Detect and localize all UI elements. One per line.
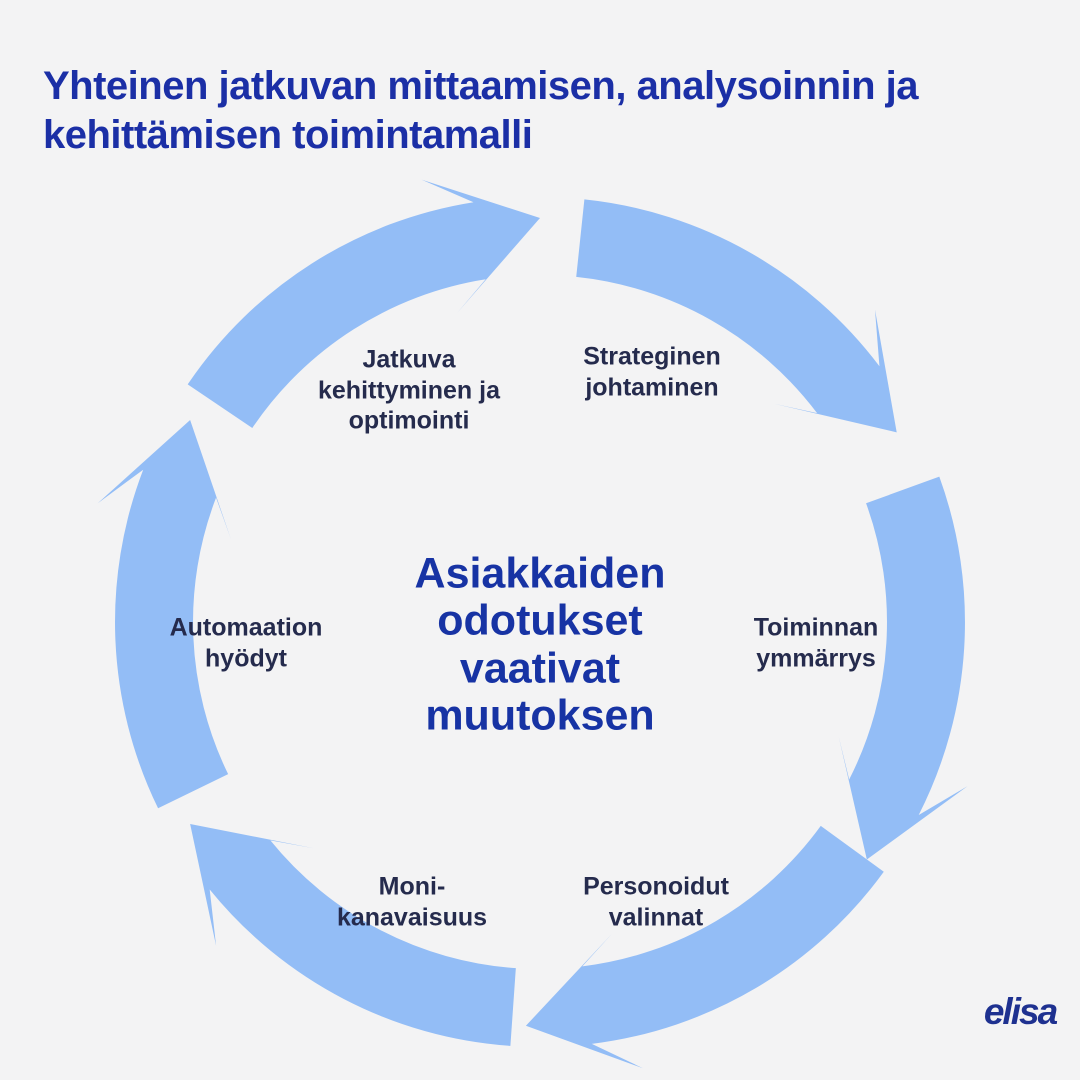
cycle-step-toiminnan-ymmarrys: Toiminnan ymmärrys: [753, 613, 879, 673]
cycle-step-jatkuva-kehittyminen-ja-optimointi: Jatkuva kehittyminen ja optimointi: [318, 345, 500, 435]
cycle-arrow-segment-top-right: [545, 103, 931, 531]
cycle-step-personoidut-valinnat: Personoidut valinnat: [583, 872, 729, 932]
cycle-center-text: Asiakkaiden odotukset vaativat muutoksen: [414, 549, 666, 740]
cycle-arrow-segment-bottom: [524, 815, 886, 1077]
cycle-step-strateginen-johtaminen: Strateginen johtaminen: [583, 342, 721, 402]
page-title: Yhteinen jatkuvan mittaamisen, analysoin…: [43, 64, 919, 157]
cycle-step-moni-kanavaisuus: Moni- kanavaisuus: [336, 872, 488, 932]
elisa-logo: elisa: [983, 991, 1058, 1032]
cycle-step-automaation-hyodyt: Automaation hyödyt: [169, 613, 323, 673]
